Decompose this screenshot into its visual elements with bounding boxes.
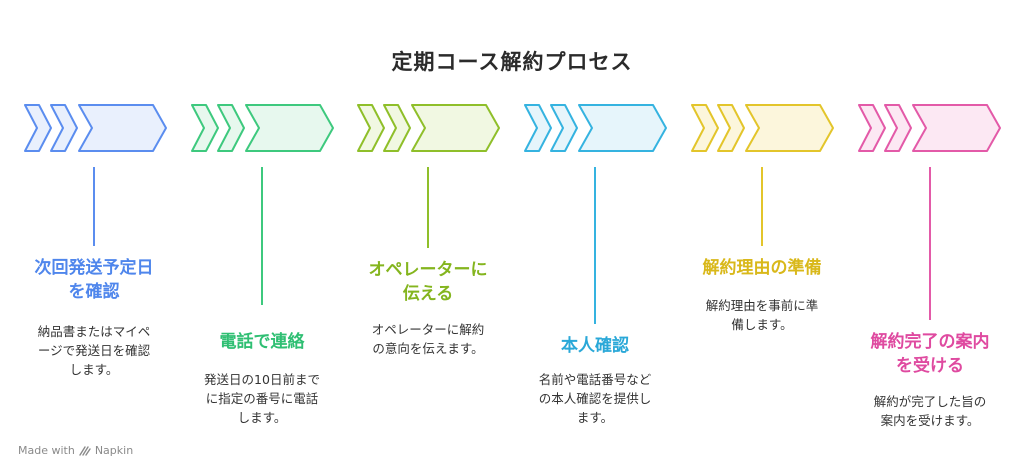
step-description-line: ージで発送日を確認 [37,343,151,358]
step-chevrons-6 [858,104,1001,152]
chevron-large [78,104,167,152]
step-description-line: の本人確認を提供し [538,391,652,406]
chevron-large [245,104,334,152]
chevron-large [578,104,667,152]
step-heading-line: 本人確認 [561,336,629,356]
step-chevrons-2 [191,104,334,152]
chevron-small-2 [50,104,78,152]
chevron-large [745,104,834,152]
step-description-line: します。 [237,410,287,425]
step-heading-1: 次回発送予定日を確認 [14,256,174,304]
step-description-line: 案内を受けます。 [880,413,980,428]
step-connector-line-6 [929,167,931,320]
step-description-line: の意向を伝えます。 [372,341,484,356]
step-connector-line-5 [761,167,763,246]
step-description-line: 発送日の10日前まで [204,372,320,387]
step-connector-line-2 [261,167,263,305]
step-heading-line: 伝える [402,284,454,304]
step-heading-line: 次回発送予定日 [34,258,154,278]
step-heading-line: 電話で連絡 [219,332,305,352]
step-description-line: ます。 [576,410,614,425]
step-heading-6: 解約完了の案内を受ける [850,330,1010,378]
step-description-6: 解約が完了した旨の案内を受けます。 [850,392,1010,430]
step-description-line: 納品書またはマイペ [37,324,151,339]
step-heading-line: オペレーターに [368,260,488,280]
napkin-logo-icon [79,445,91,456]
step-description-line: 解約理由を事前に準 [705,298,819,313]
chevron-large [411,104,500,152]
step-description-line: 備します。 [731,317,793,332]
chevron-small-1 [858,104,886,152]
step-connector-line-4 [594,167,596,324]
chevron-small-2 [884,104,912,152]
step-description-line: します。 [69,362,119,377]
step-description-line: に指定の番号に電話 [205,391,319,406]
step-description-line: 解約が完了した旨の [873,394,987,409]
step-chevrons-3 [357,104,500,152]
step-description-4: 名前や電話番号などの本人確認を提供します。 [515,370,675,427]
step-heading-line: を受ける [896,356,964,376]
step-heading-5: 解約理由の準備 [682,256,842,280]
step-heading-line: を確認 [68,282,120,302]
step-description-2: 発送日の10日前までに指定の番号に電話します。 [182,370,342,427]
step-heading-3: オペレーターに伝える [348,258,508,306]
chevron-small-2 [383,104,411,152]
diagram-title: 定期コース解約プロセス [391,50,633,74]
step-connector-line-1 [93,167,95,246]
chevron-small-1 [191,104,219,152]
step-connector-line-3 [427,167,429,248]
chevron-small-2 [717,104,745,152]
step-heading-4: 本人確認 [515,334,675,358]
made-with-napkin-credit: Made with Napkin [18,444,133,457]
chevron-small-2 [550,104,578,152]
credit-prefix: Made with [18,444,75,457]
step-heading-line: 解約完了の案内 [870,332,990,352]
step-description-5: 解約理由を事前に準備します。 [682,296,842,334]
step-description-line: 名前や電話番号など [538,372,652,387]
chevron-large [912,104,1001,152]
chevron-small-1 [357,104,385,152]
chevron-small-2 [217,104,245,152]
chevron-small-1 [524,104,552,152]
step-heading-2: 電話で連絡 [182,330,342,354]
step-description-line: オペレーターに解約 [371,322,485,337]
step-chevrons-5 [691,104,834,152]
credit-brand: Napkin [94,444,134,457]
step-chevrons-1 [24,104,167,152]
step-heading-line: 解約理由の準備 [702,258,822,278]
chevron-small-1 [691,104,719,152]
chevron-small-1 [24,104,52,152]
step-description-3: オペレーターに解約の意向を伝えます。 [348,320,508,358]
step-chevrons-4 [524,104,667,152]
step-description-1: 納品書またはマイページで発送日を確認します。 [14,322,174,379]
